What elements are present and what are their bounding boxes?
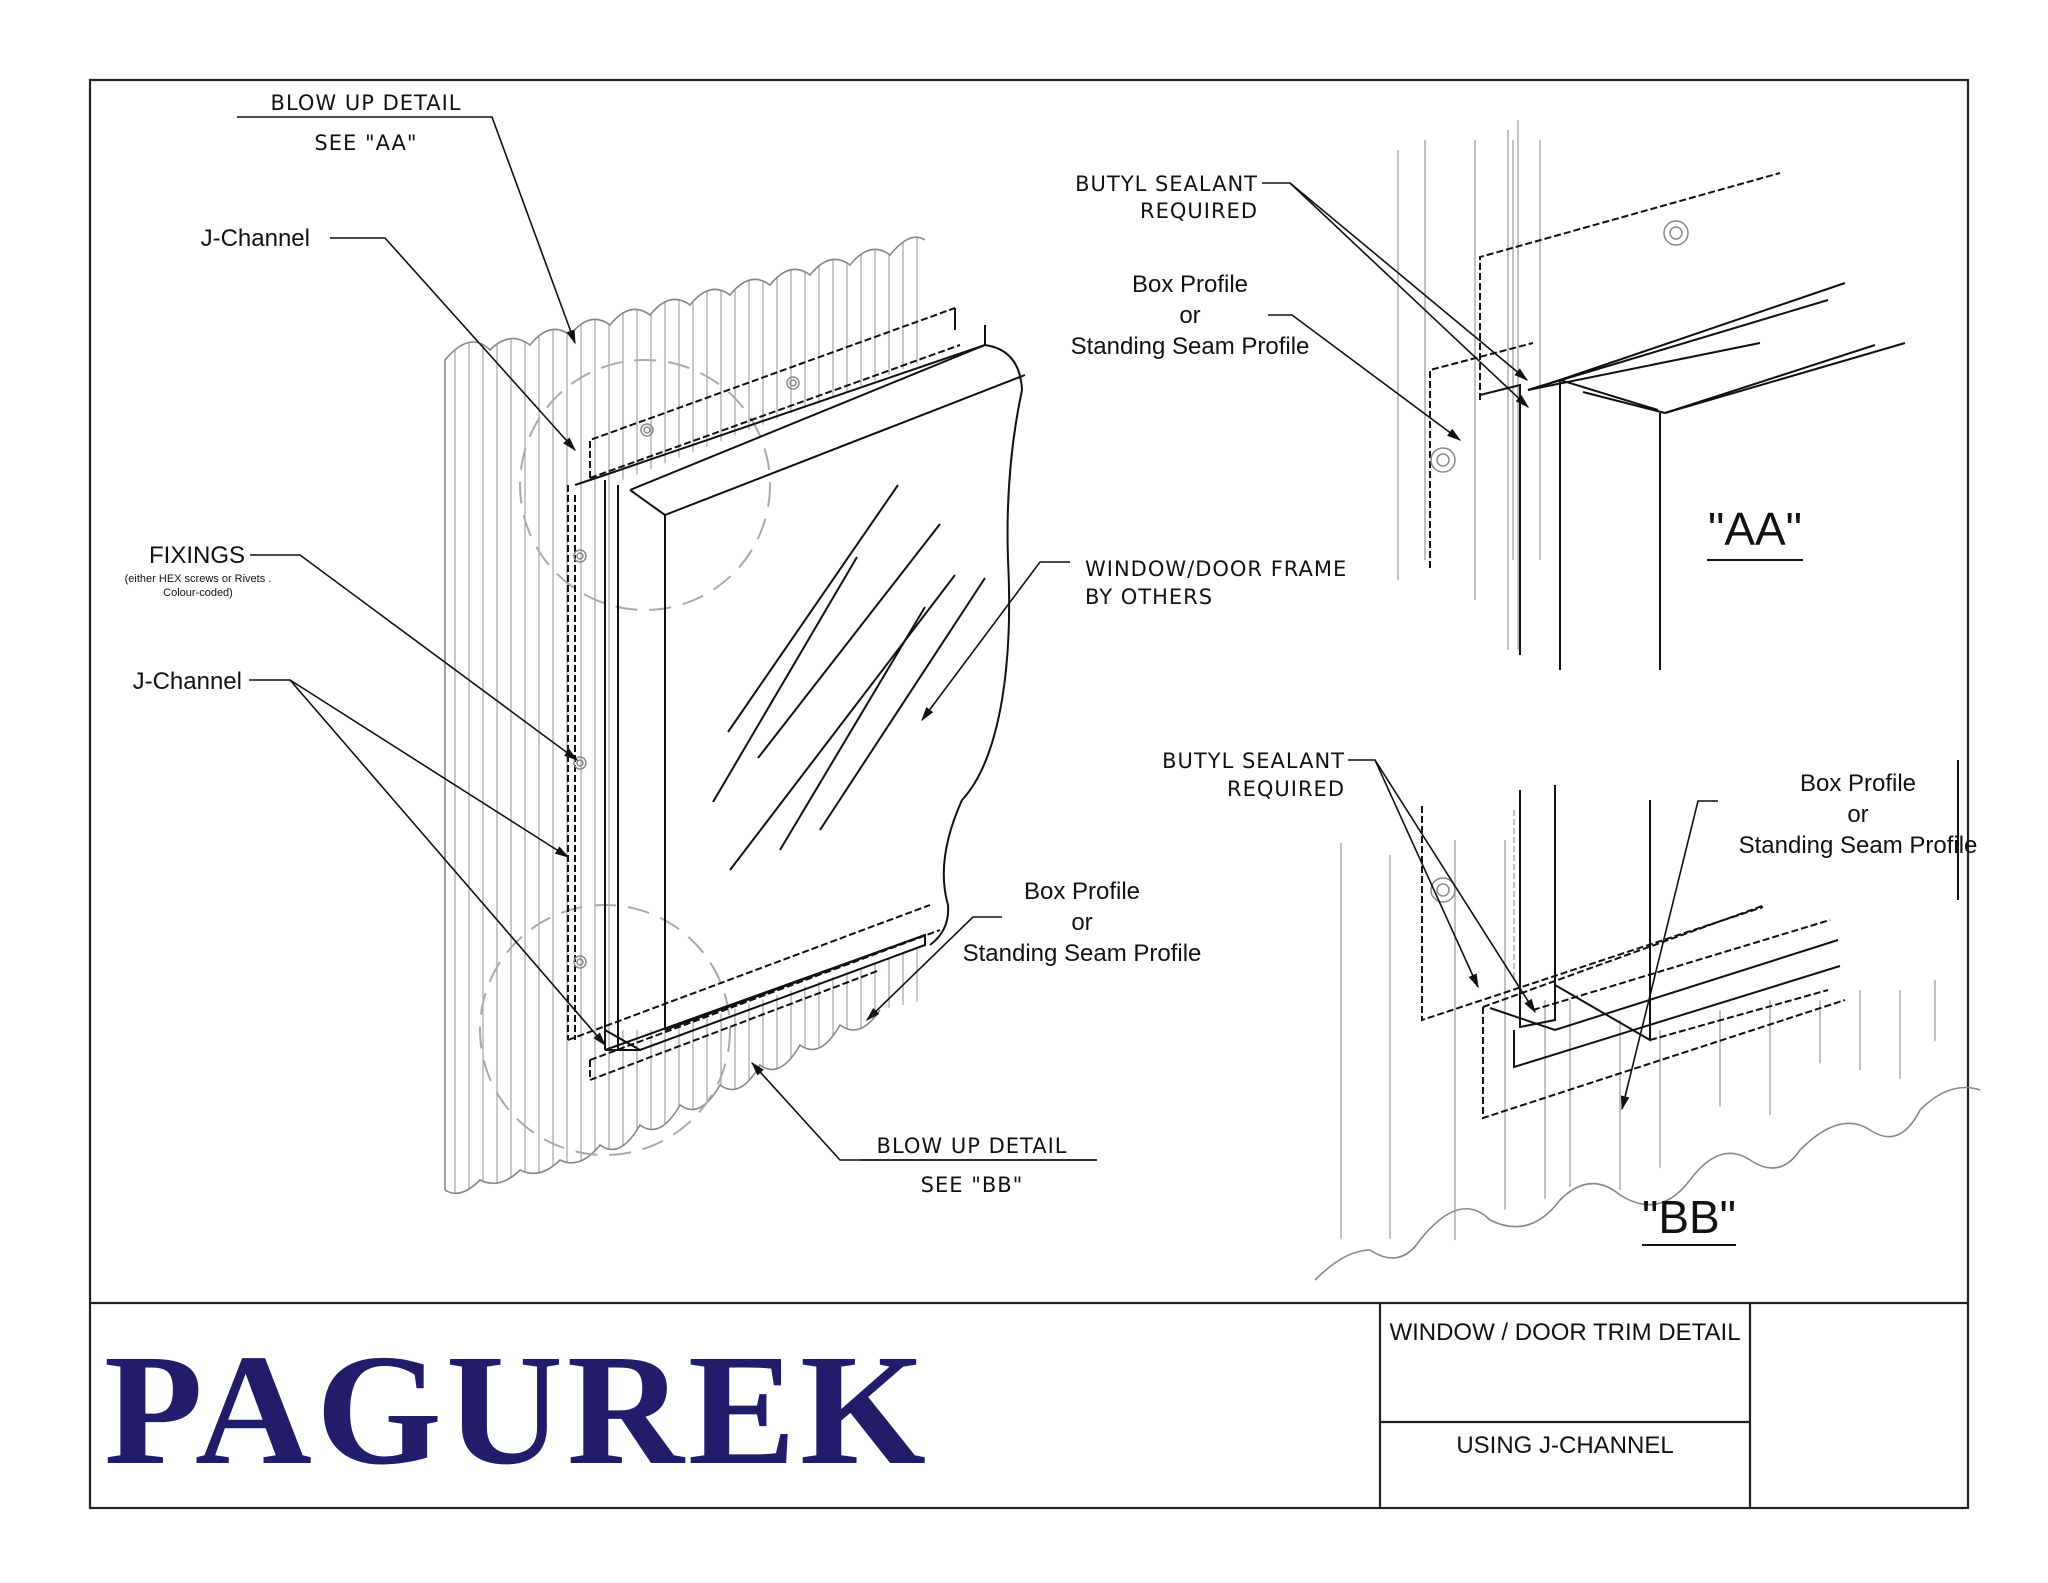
- title-block: WINDOW / DOOR TRIM DETAIL USING J-CHANNE…: [1389, 1319, 1740, 1459]
- blowup-bb-label-line1: BLOW UP DETAIL: [877, 1134, 1068, 1158]
- aa-sealant-label-line1: BUTYL SEALANT: [1075, 172, 1258, 196]
- detail-aa-tag: "AA": [1708, 503, 1802, 555]
- fixings-note-line1: (either HEX screws or Rivets .: [125, 573, 272, 585]
- aa-profile-label-line3: Standing Seam Profile: [1071, 333, 1310, 360]
- sheet-border: [88, 78, 1970, 1510]
- fixings-note-line2: Colour-coded): [163, 587, 233, 599]
- main-view-labels: BLOW UP DETAIL SEE "AA" J-Channel FIXING…: [125, 91, 1347, 1197]
- detail-bb: [1314, 759, 1981, 1281]
- detail-bb-labels: BUTYL SEALANT REQUIRED Box Profile or St…: [1162, 749, 1977, 1243]
- j-channel-side-label: J-Channel: [133, 668, 242, 695]
- detail-aa: [1262, 120, 1906, 670]
- aa-sealant-label-line2: REQUIRED: [1140, 199, 1258, 223]
- hex-screw-icon: [1430, 877, 1456, 903]
- frame-label-line2: BY OTHERS: [1085, 585, 1213, 609]
- blowup-bb-label-line2: SEE "BB": [921, 1173, 1024, 1197]
- blowup-circle-aa: [519, 359, 771, 611]
- aa-profile-label-line1: Box Profile: [1132, 271, 1248, 298]
- main-isometric-view: [237, 116, 1097, 1195]
- main-profile-label-line3: Standing Seam Profile: [963, 940, 1202, 967]
- aa-profile-label-line2: or: [1179, 302, 1200, 329]
- fixing-icon: [573, 376, 800, 969]
- blowup-aa-label-line2: SEE "AA": [314, 131, 417, 155]
- frame-label-line1: WINDOW/DOOR FRAME: [1085, 557, 1347, 581]
- main-profile-label-line2: or: [1071, 909, 1092, 936]
- hex-screw-icon: [1430, 220, 1689, 473]
- j-channel-top-label: J-Channel: [201, 225, 310, 252]
- fixings-label: FIXINGS: [149, 542, 245, 569]
- bb-sealant-label-line2: REQUIRED: [1227, 777, 1345, 801]
- company-logo: PAGUREK: [104, 1322, 930, 1499]
- bb-profile-label-line3: Standing Seam Profile: [1739, 832, 1978, 859]
- glass-reflection: [712, 484, 986, 871]
- detail-bb-tag: "BB": [1642, 1191, 1736, 1243]
- main-profile-label-line1: Box Profile: [1024, 878, 1140, 905]
- drawing-subtitle: USING J-CHANNEL: [1456, 1432, 1673, 1459]
- bb-sealant-label-line1: BUTYL SEALANT: [1162, 749, 1345, 773]
- bb-profile-label-line2: or: [1847, 801, 1868, 828]
- detail-aa-labels: BUTYL SEALANT REQUIRED Box Profile or St…: [1071, 172, 1802, 555]
- blowup-aa-label-line1: BLOW UP DETAIL: [271, 91, 462, 115]
- drawing-title: WINDOW / DOOR TRIM DETAIL: [1389, 1319, 1740, 1346]
- bb-profile-label-line1: Box Profile: [1800, 770, 1916, 797]
